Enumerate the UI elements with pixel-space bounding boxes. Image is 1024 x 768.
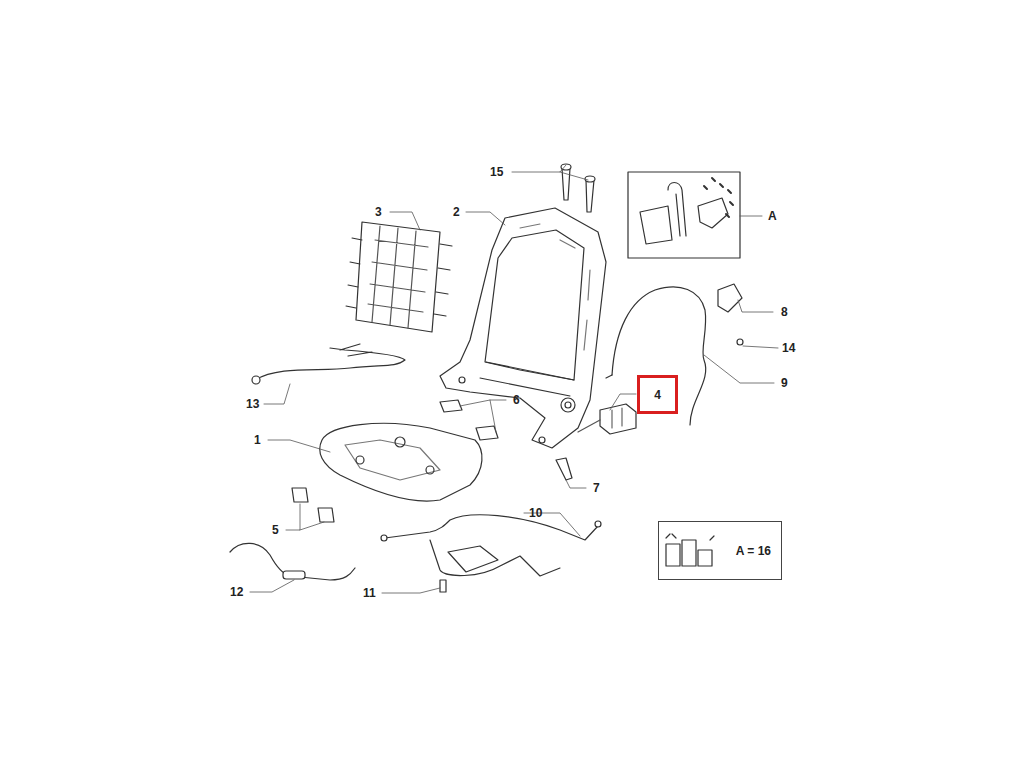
callout-number: 11 — [363, 587, 376, 599]
callout-number: 15 — [490, 166, 503, 178]
highlight-box: 4 — [637, 375, 678, 414]
callout-number: 5 — [272, 524, 279, 536]
callout-number: 6 — [513, 394, 520, 406]
callout-number: A — [768, 210, 777, 222]
callout-number: 4 — [654, 389, 661, 401]
callout-number: 10 — [529, 507, 542, 519]
kit-icon — [666, 534, 714, 566]
callout-number: 13 — [246, 398, 259, 410]
callout-number: 9 — [781, 377, 788, 389]
callout-number: 2 — [453, 206, 460, 218]
callout-number: 1 — [254, 434, 261, 446]
callout-number: 8 — [781, 306, 788, 318]
callout-number: 12 — [230, 586, 243, 598]
kit-quantity-box: A = 16 — [658, 521, 782, 580]
kit-quantity: A = 16 — [736, 545, 771, 557]
callout-number: 14 — [782, 342, 795, 354]
callout-number: 3 — [375, 206, 382, 218]
callout-number: 7 — [593, 482, 600, 494]
